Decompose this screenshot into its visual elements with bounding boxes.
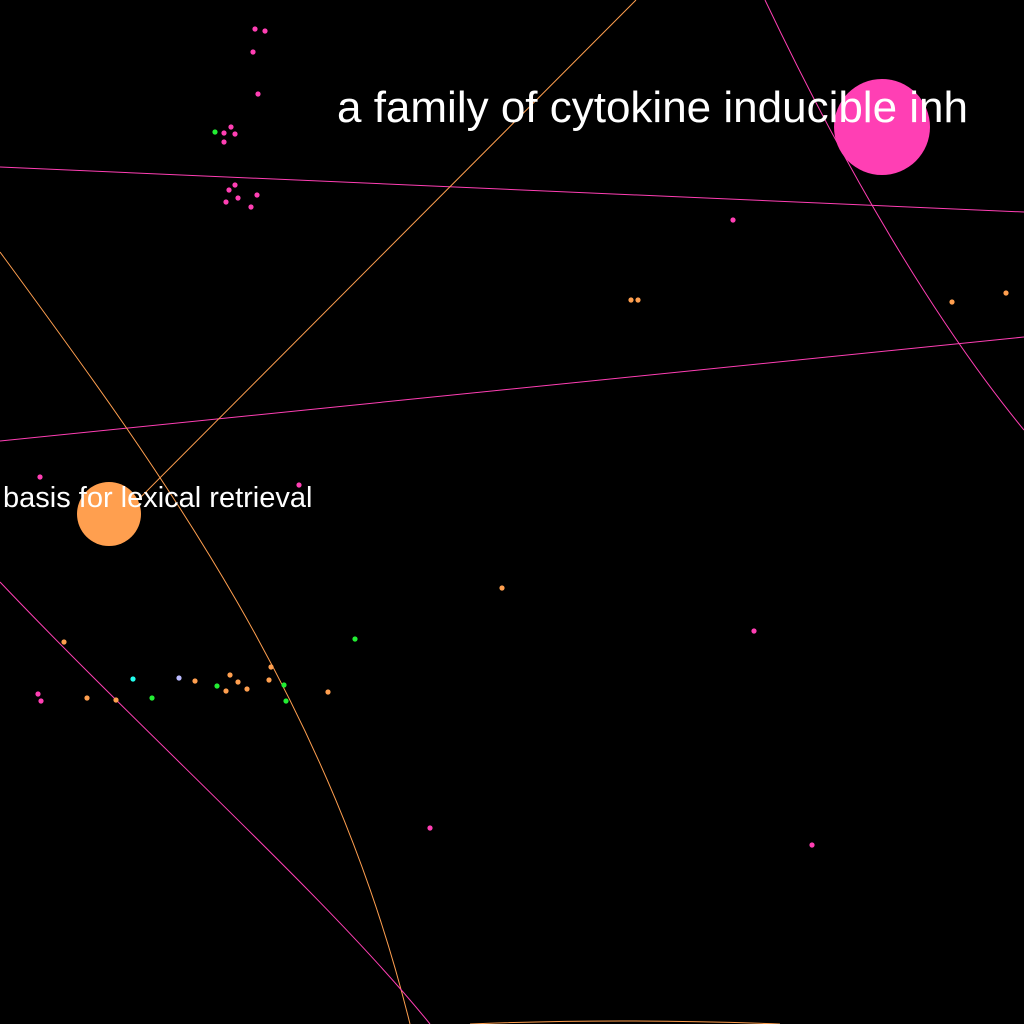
graph-node-25 [352, 636, 358, 642]
graph-edge-2 [0, 336, 1024, 442]
graph-node-22 [296, 482, 302, 488]
graph-node-38 [325, 689, 331, 695]
graph-node-39 [35, 691, 41, 697]
graph-node-32 [235, 679, 241, 685]
graph-node-13 [235, 195, 241, 201]
graph-node-28 [227, 672, 233, 678]
graph-node-16 [730, 217, 736, 223]
node-label-lexical: basis for lexical retrieval [3, 482, 313, 514]
graph-node-3 [250, 49, 256, 55]
graph-node-31 [192, 678, 198, 684]
graph-node-26 [751, 628, 757, 634]
graph-node-2 [262, 28, 268, 34]
graph-node-14 [223, 199, 229, 205]
graph-node-9 [221, 139, 227, 145]
graph-node-5 [212, 129, 218, 135]
graph-edge-3 [107, 0, 637, 531]
graph-node-1 [252, 26, 258, 32]
graph-node-42 [113, 697, 119, 703]
graph-node-6 [221, 130, 227, 136]
graph-node-15 [248, 204, 254, 210]
graph-node-34 [281, 682, 287, 688]
graph-node-18 [635, 297, 641, 303]
graph-node-45 [427, 825, 433, 831]
graph-edge-5 [764, 0, 1024, 431]
graph-node-35 [214, 683, 220, 689]
graph-node-46 [809, 842, 815, 848]
graph-node-19 [949, 299, 955, 305]
graph-node-17 [628, 297, 634, 303]
graph-node-23 [499, 585, 505, 591]
graph-edge-1 [0, 166, 1024, 213]
graph-node-27 [268, 664, 274, 670]
graph-node-44 [283, 698, 289, 704]
graph-node-7 [228, 124, 234, 130]
graph-node-36 [223, 688, 229, 694]
graph-edge-4 [0, 251, 411, 1024]
graph-node-11 [226, 187, 232, 193]
graph-node-10 [232, 182, 238, 188]
graph-node-8 [232, 131, 238, 137]
graph-node-24 [61, 639, 67, 645]
graph-node-33 [266, 677, 272, 683]
graph-node-41 [84, 695, 90, 701]
graph-node-4 [255, 91, 261, 97]
node-label-cytokine: a family of cytokine inducible inh [337, 83, 968, 132]
graph-node-20 [1003, 290, 1009, 296]
node-cytokine [834, 79, 930, 175]
graph-node-21 [37, 474, 43, 480]
graph-edge-6 [0, 581, 431, 1024]
graph-node-43 [149, 695, 155, 701]
graph-edge-7 [469, 1020, 781, 1024]
graph-node-30 [176, 675, 182, 681]
graph-node-12 [254, 192, 260, 198]
node-lexical-retrieval [77, 482, 141, 546]
graph-node-37 [244, 686, 250, 692]
graph-node-29 [130, 676, 136, 682]
graph-node-40 [38, 698, 44, 704]
